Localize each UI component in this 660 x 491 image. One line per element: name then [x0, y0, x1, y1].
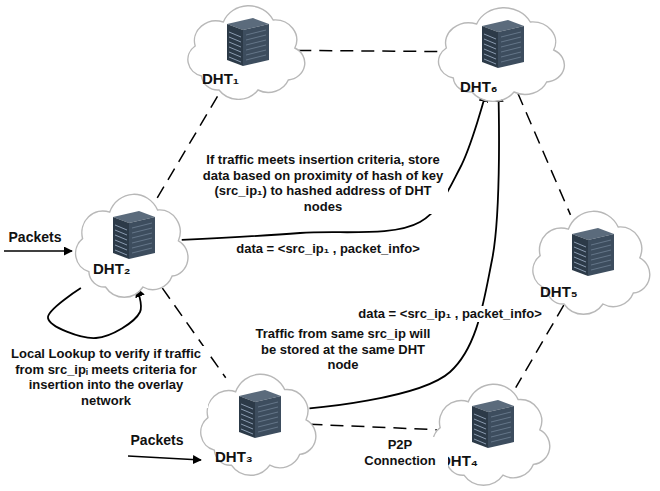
server-icon [235, 384, 285, 440]
packet-arrow [128, 456, 201, 460]
dht-cloud: DHT₅ [525, 205, 655, 315]
server-icon [478, 14, 528, 70]
store-arrow [182, 93, 486, 240]
server-icon [223, 12, 273, 68]
p2p-link [298, 50, 442, 51]
edge-label: P2P Connection [352, 437, 448, 468]
dht-cloud: DHT₂ [68, 188, 193, 298]
input-label: Packets [2, 229, 68, 246]
node-label: DHT₁ [202, 70, 239, 87]
dht-cloud: DHT₁ [180, 0, 310, 100]
data-tuple: data = <src_ip₁ , packet_info> [226, 241, 430, 257]
data-tuple: data = <src_ip₁ , packet_info> [348, 306, 552, 322]
p2p-link [309, 424, 436, 429]
edge-label: If traffic meets insertion criteria, sto… [198, 152, 448, 214]
node-label: DHT₆ [460, 78, 498, 95]
dht-cloud: DHT₄ [425, 378, 555, 486]
input-label: Packets [124, 432, 190, 449]
p2p-link [518, 93, 571, 215]
node-label: DHT₃ [215, 448, 253, 465]
server-icon [468, 394, 518, 450]
packet-arrow [4, 250, 72, 252]
server-icon [109, 205, 159, 261]
server-icon [568, 222, 618, 278]
dht-cloud: DHT₃ [193, 368, 321, 476]
dht-cloud: DHT₆ [430, 2, 570, 102]
node-label: DHT₂ [93, 260, 131, 277]
edge-label: Traffic from same src_ip will be stored … [246, 326, 440, 373]
node-label: DHT₅ [540, 283, 578, 300]
edge-label: Local Lookup to verify if traffic from s… [4, 346, 208, 408]
